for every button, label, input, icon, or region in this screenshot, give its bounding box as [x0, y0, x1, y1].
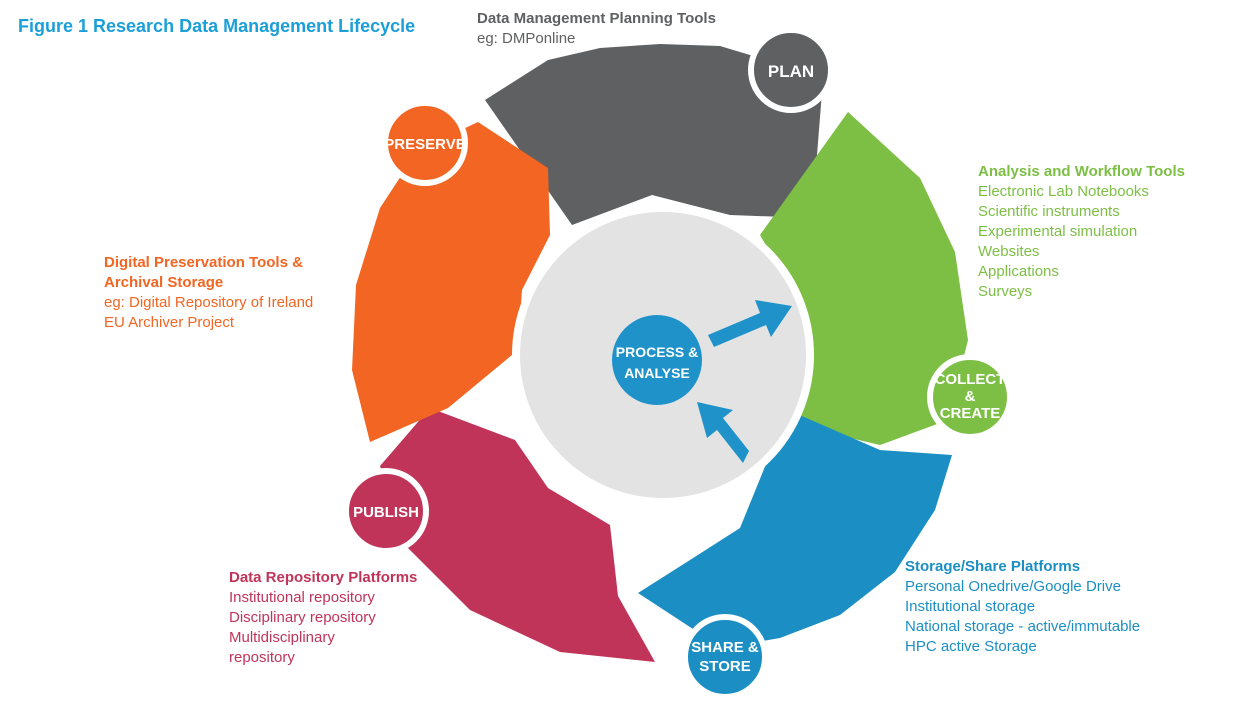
preserve-label: PRESERVE	[384, 136, 465, 153]
process-label-line-1: PROCESS &	[616, 344, 698, 360]
collect-item: Websites	[978, 243, 1040, 260]
share-item: Institutional storage	[905, 598, 1036, 615]
preserve-text: Digital Preservation Tools & Archival St…	[104, 253, 313, 333]
share-stage: SHARE & STORE	[682, 614, 768, 700]
collect-label-line-1: COLLECT	[935, 371, 1006, 388]
share-heading: Storage/Share Platforms	[905, 558, 1081, 575]
share-text: Storage/Share Platforms Personal Onedriv…	[905, 557, 1140, 657]
arrow-to-collect	[708, 300, 792, 347]
arrow-from-share	[697, 402, 749, 463]
plan-segment	[485, 44, 822, 225]
collect-heading: Analysis and Workflow Tools	[978, 163, 1185, 180]
share-item: National storage - active/immutable	[905, 618, 1141, 635]
preserve-heading-line-2: Archival Storage	[104, 274, 224, 291]
collect-label-line-2: &	[965, 388, 976, 405]
publish-text: Data Repository Platforms Institutional …	[229, 568, 417, 668]
collect-item: Experimental simulation	[978, 223, 1138, 240]
plan-label: PLAN	[768, 62, 814, 81]
process-label-line-2: ANALYSE	[624, 365, 690, 381]
publish-segment	[380, 408, 655, 662]
share-item: Personal Onedrive/Google Drive	[905, 578, 1121, 595]
preserve-item: EU Archiver Project	[104, 314, 235, 331]
publish-item: Multidisciplinary	[229, 629, 335, 646]
publish-item: Disciplinary repository	[229, 609, 376, 626]
preserve-stage: PRESERVE	[382, 100, 468, 186]
publish-item: repository	[229, 649, 295, 666]
collect-text: Analysis and Workflow Tools Electronic L…	[978, 162, 1185, 302]
preserve-heading-line-1: Digital Preservation Tools &	[104, 254, 303, 271]
publish-stage: PUBLISH	[343, 468, 429, 554]
plan-item: eg: DMPonline	[477, 30, 576, 47]
preserve-item: eg: Digital Repository of Ireland	[104, 294, 314, 311]
figure-title: Figure 1 Research Data Management Lifecy…	[18, 16, 416, 36]
plan-heading: Data Management Planning Tools	[477, 10, 716, 27]
publish-heading: Data Repository Platforms	[229, 569, 418, 586]
share-label-line-1: SHARE &	[691, 639, 759, 656]
process-stage: PROCESS & ANALYSE	[612, 315, 702, 405]
share-item: HPC active Storage	[905, 638, 1037, 655]
plan-text: Data Management Planning Tools eg: DMPon…	[477, 9, 716, 49]
publish-label: PUBLISH	[353, 504, 419, 521]
collect-item: Scientific instruments	[978, 203, 1120, 220]
collect-stage: COLLECT & CREATE	[927, 354, 1013, 440]
collect-item: Surveys	[978, 283, 1033, 300]
publish-item: Institutional repository	[229, 589, 375, 606]
collect-item: Applications	[978, 263, 1059, 280]
collect-item: Electronic Lab Notebooks	[978, 183, 1149, 200]
plan-stage: PLAN	[748, 27, 834, 113]
share-label-line-2: STORE	[699, 658, 750, 675]
share-segment	[638, 410, 952, 648]
collect-label-line-3: CREATE	[940, 405, 1001, 422]
preserve-segment	[352, 122, 550, 442]
